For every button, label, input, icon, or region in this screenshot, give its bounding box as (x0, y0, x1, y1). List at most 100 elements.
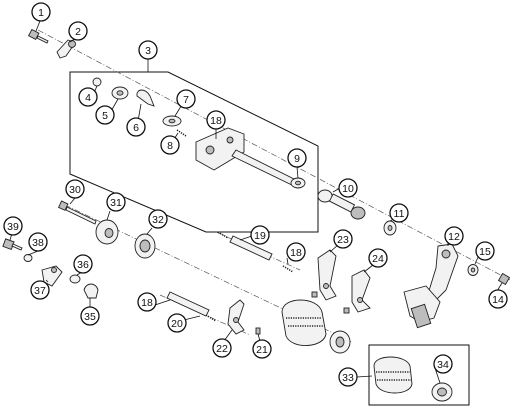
callout-9: 9 (287, 148, 307, 168)
svg-text:20: 20 (171, 318, 183, 330)
svg-text:8: 8 (167, 140, 173, 152)
svg-text:19: 19 (254, 230, 266, 242)
part-shift-fork-24 (343, 269, 371, 314)
part-spring-35 (83, 283, 99, 299)
callout-5: 5 (95, 105, 115, 125)
part-washer-7 (162, 115, 182, 127)
part-bearing-10 (317, 189, 366, 220)
callout-24: 24 (368, 248, 388, 268)
assembly-frame-33 (368, 344, 470, 406)
part-washer-5 (111, 86, 129, 100)
callout-23: 23 (333, 229, 353, 249)
svg-text:9: 9 (294, 153, 300, 165)
svg-text:1: 1 (38, 7, 44, 19)
part-washer-38 (23, 254, 33, 262)
callout-12: 12 (444, 226, 464, 246)
callout-34: 34 (433, 354, 453, 374)
svg-text:31: 31 (110, 197, 122, 209)
part-bearing-34 (431, 382, 453, 402)
svg-text:33: 33 (342, 372, 354, 384)
callout-16: 18 (206, 110, 226, 130)
svg-text:15: 15 (479, 246, 491, 258)
callout-19: 19 (250, 225, 270, 245)
axis-line-shift-shaft (37, 29, 511, 281)
part-spring-18-lower (205, 314, 217, 322)
svg-text:34: 34 (437, 359, 449, 371)
callout-30: 30 (65, 179, 85, 199)
assembly-frame-3 (69, 71, 319, 233)
svg-text:23: 23 (337, 234, 349, 246)
svg-text:24: 24 (372, 253, 384, 265)
part-fork-rod-20 (166, 291, 210, 317)
svg-text:14: 14 (492, 294, 504, 306)
part-shift-lever-arm-12 (403, 243, 459, 329)
callout-31: 31 (106, 192, 126, 212)
callout-2: 2 (68, 21, 88, 41)
part-screw-39 (2, 238, 23, 251)
svg-text:37: 37 (34, 285, 46, 297)
part-bearing-32 (134, 233, 156, 259)
callout-21: 21 (252, 339, 272, 359)
callout-14: 14 (488, 289, 508, 309)
svg-text:36: 36 (77, 259, 89, 271)
callout-18-lower: 18 (137, 292, 157, 312)
svg-text:2: 2 (75, 26, 81, 38)
part-seal-11 (383, 220, 397, 236)
callout-36: 36 (73, 254, 93, 274)
svg-text:35: 35 (84, 311, 96, 323)
part-spring-clip-6 (136, 89, 155, 107)
part-spring-8 (176, 129, 187, 137)
part-bolt-1 (27, 28, 49, 44)
part-shift-drum (281, 299, 351, 354)
callout-39: 39 (3, 216, 23, 236)
callout-37: 37 (30, 280, 50, 300)
svg-text:38: 38 (32, 237, 44, 249)
callout-3: 3 (138, 40, 158, 60)
callout-35: 35 (80, 306, 100, 326)
callout-4: 4 (78, 87, 98, 107)
part-shift-drum-gear-31 (95, 219, 119, 245)
part-roller-36 (69, 274, 81, 284)
part-shift-fork-22 (227, 299, 245, 335)
svg-text:18: 18 (290, 247, 302, 259)
callout-20: 20 (167, 313, 187, 333)
svg-text:18: 18 (141, 297, 153, 309)
svg-text:5: 5 (102, 110, 108, 122)
part-washer-9 (290, 177, 306, 189)
callout-7: 7 (176, 89, 196, 109)
part-shift-drum-assembly-33 (373, 356, 413, 394)
callout-1: 1 (31, 2, 51, 22)
callout-10: 10 (338, 178, 358, 198)
part-bolt-30 (57, 200, 97, 225)
part-nut-14 (497, 272, 511, 286)
svg-text:30: 30 (69, 184, 81, 196)
part-washer-15 (467, 264, 479, 276)
svg-text:21: 21 (256, 344, 268, 356)
callout-15: 15 (475, 241, 495, 261)
svg-text:12: 12 (448, 231, 460, 243)
part-bushing-4 (92, 77, 102, 87)
callout-18-upper: 18 (286, 242, 306, 262)
part-shift-fork-23 (311, 249, 337, 301)
svg-text:3: 3 (145, 45, 151, 57)
part-spring-18-upper (217, 231, 229, 239)
part-fork-rod-19 (229, 235, 273, 261)
svg-text:39: 39 (7, 221, 19, 233)
callout-8: 8 (160, 135, 180, 155)
svg-text:4: 4 (85, 92, 91, 104)
svg-text:32: 32 (152, 214, 164, 226)
svg-text:7: 7 (183, 94, 189, 106)
svg-text:22: 22 (216, 343, 228, 355)
callout-22: 22 (212, 338, 232, 358)
callout-38: 38 (28, 232, 48, 252)
part-shift-shaft-16 (195, 127, 301, 189)
callout-11: 11 (389, 203, 409, 223)
svg-text:10: 10 (342, 183, 354, 195)
part-shift-lever-2 (56, 39, 76, 59)
svg-text:18: 18 (210, 115, 222, 127)
callout-32: 32 (148, 209, 168, 229)
callout-6: 6 (126, 117, 146, 137)
part-spring-18-upper-right (282, 265, 294, 273)
